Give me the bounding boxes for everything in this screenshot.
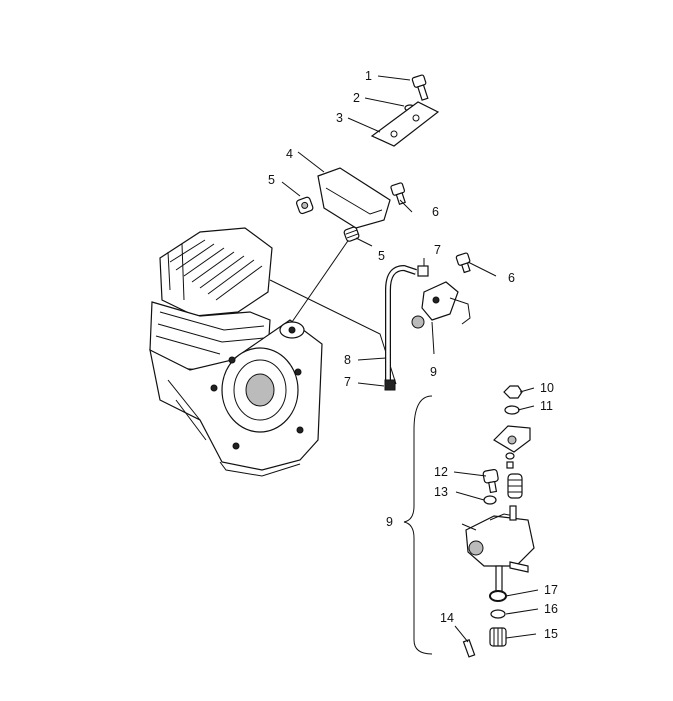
callout-14: 14 [440, 611, 454, 625]
callout-2: 2 [353, 91, 360, 105]
callout-13: 13 [434, 485, 448, 499]
callout-3: 3 [336, 111, 343, 125]
callout-7: 7 [434, 243, 441, 257]
callout-labels: 1 2 3 4 5 6 5 7 6 8 9 7 10 11 9 12 13 17… [268, 69, 558, 641]
cover-assembly [295, 74, 440, 242]
callout-11: 11 [540, 399, 553, 413]
engine-illustration [149, 227, 323, 477]
callout-10: 10 [540, 381, 554, 395]
callout-9b: 9 [386, 515, 393, 529]
callout-9: 9 [430, 365, 437, 379]
callout-4: 4 [286, 147, 293, 161]
callout-12: 12 [434, 465, 448, 479]
pump-breakdown [403, 385, 535, 658]
callout-7b: 7 [344, 375, 351, 389]
callout-6b: 6 [508, 271, 515, 285]
callout-15: 15 [544, 627, 558, 641]
callout-1: 1 [365, 69, 372, 83]
callout-5b: 5 [378, 249, 385, 263]
callout-6: 6 [432, 205, 439, 219]
hose-and-pump [384, 252, 471, 391]
callout-leaders [281, 75, 539, 643]
callout-8: 8 [344, 353, 351, 367]
callout-17: 17 [544, 583, 558, 597]
callout-16: 16 [544, 602, 558, 616]
group-bracket [403, 395, 433, 655]
callout-5: 5 [268, 173, 275, 187]
